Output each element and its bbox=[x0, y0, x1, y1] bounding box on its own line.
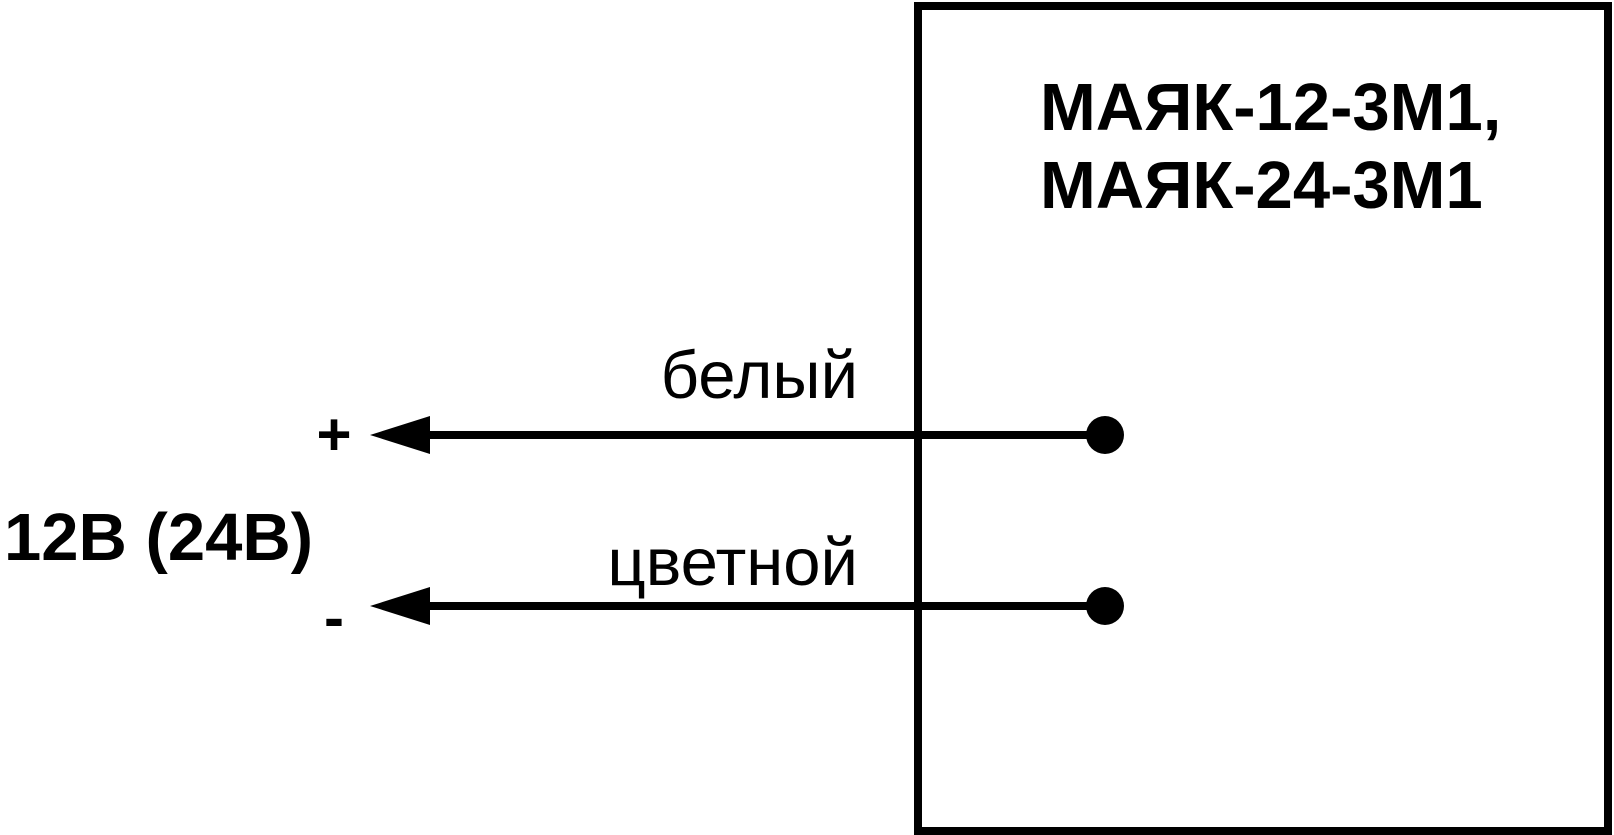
wire-positive-label: белый bbox=[661, 338, 858, 413]
wire-positive: белый + bbox=[316, 338, 1124, 468]
device-box bbox=[914, 2, 1612, 835]
wire-positive-arrowhead bbox=[370, 416, 430, 454]
device-model-line-1: МАЯК-12-3М1, bbox=[1040, 70, 1501, 145]
device-model-line-2: МАЯК-24-3М1 bbox=[1040, 148, 1483, 223]
supply-voltage-label: 12В (24В) bbox=[4, 500, 313, 575]
wire-negative-arrowhead bbox=[370, 587, 430, 625]
wire-negative: цветной - bbox=[324, 525, 1124, 651]
wire-negative-label: цветной bbox=[607, 525, 858, 600]
wire-positive-terminal bbox=[1086, 416, 1124, 454]
polarity-plus: + bbox=[316, 401, 351, 468]
wire-negative-terminal bbox=[1086, 587, 1124, 625]
polarity-minus: - bbox=[324, 584, 344, 651]
